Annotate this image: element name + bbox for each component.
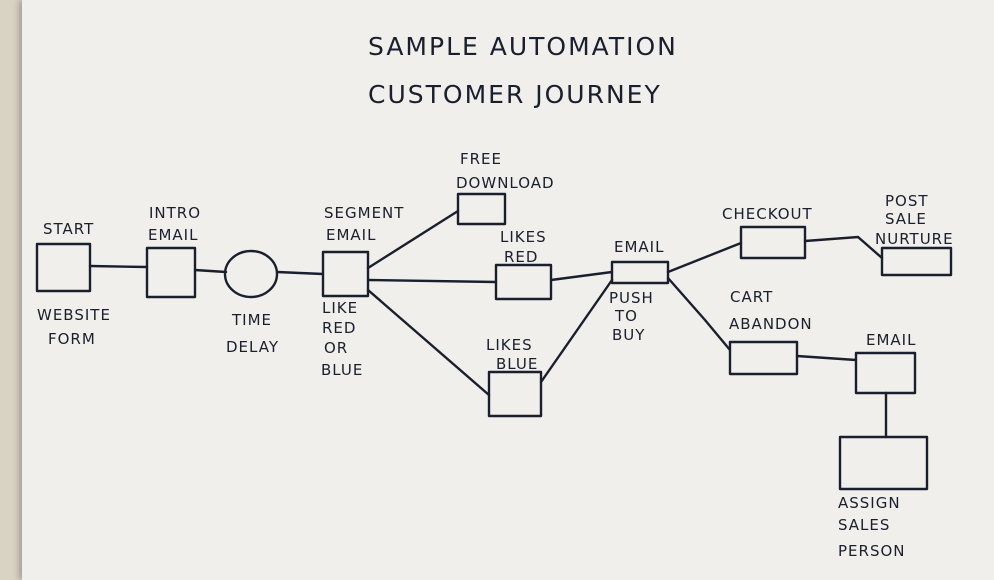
label-likes-red-2: RED bbox=[504, 248, 538, 266]
label-like-red-or-blue-4: BLUE bbox=[321, 361, 363, 379]
label-website-form-2: FORM bbox=[48, 330, 96, 348]
edge-segment-download bbox=[366, 209, 460, 270]
node-cart-abandon bbox=[728, 340, 799, 376]
node-email-2 bbox=[854, 351, 917, 395]
label-like-red-or-blue-1: LIKE bbox=[322, 299, 358, 317]
title-line-2: CUSTOMER JOURNEY bbox=[368, 80, 662, 109]
edge-email-checkout bbox=[666, 241, 743, 274]
label-email: EMAIL bbox=[614, 238, 664, 256]
edge-intro-delay bbox=[193, 268, 228, 274]
label-time-delay-1: TIME bbox=[231, 311, 272, 329]
label-intro-email-1: INTRO bbox=[149, 204, 201, 222]
edge-delay-segment bbox=[275, 270, 325, 276]
edge-email-cartabandon bbox=[666, 276, 732, 352]
connectors bbox=[88, 209, 888, 439]
label-assign-sales-person-2: SALES bbox=[838, 516, 890, 534]
label-segment-email-1: SEGMENT bbox=[324, 204, 404, 222]
label-time-delay-2: DELAY bbox=[226, 338, 279, 356]
label-like-red-or-blue-2: RED bbox=[322, 319, 356, 337]
label-email-2: EMAIL bbox=[866, 331, 916, 349]
label-free-download-2: DOWNLOAD bbox=[456, 174, 555, 192]
node-likes-red bbox=[494, 263, 553, 301]
label-segment-email-2: EMAIL bbox=[326, 226, 376, 244]
label-start: START bbox=[43, 220, 94, 238]
label-push-to-buy-1: PUSH bbox=[609, 289, 654, 307]
label-likes-blue-1: LIKES bbox=[486, 336, 533, 354]
node-checkout bbox=[739, 225, 807, 260]
label-free-download-1: FREE bbox=[460, 150, 502, 168]
edge-checkout-postsale bbox=[803, 235, 884, 260]
label-post-sale-nurture-3: NURTURE bbox=[875, 230, 954, 248]
edge-blue-email bbox=[539, 278, 614, 384]
label-assign-sales-person-3: PERSON bbox=[838, 542, 906, 560]
node-post-sale-nurture bbox=[880, 246, 953, 277]
label-website-form-1: WEBSITE bbox=[37, 306, 111, 324]
label-like-red-or-blue-3: OR bbox=[324, 339, 348, 357]
label-push-to-buy-3: BUY bbox=[612, 326, 645, 344]
label-push-to-buy-2: TO bbox=[614, 307, 638, 325]
label-assign-sales-person-1: ASSIGN bbox=[838, 494, 901, 512]
node-start bbox=[35, 242, 92, 293]
edge-red-email bbox=[549, 270, 614, 282]
node-segment-email bbox=[321, 250, 370, 298]
edge-segment-red bbox=[366, 278, 498, 284]
label-likes-blue-2: BLUE bbox=[496, 355, 538, 373]
edge-cartabandon-email2 bbox=[795, 354, 858, 362]
paper-sheet bbox=[22, 0, 994, 580]
label-cart-abandon-2: ABANDON bbox=[729, 315, 813, 333]
label-likes-red-1: LIKES bbox=[500, 228, 547, 246]
node-email bbox=[610, 260, 670, 285]
labels: START WEBSITE FORM INTRO EMAIL TIME DELA… bbox=[37, 150, 954, 560]
label-intro-email-2: EMAIL bbox=[148, 226, 198, 244]
nodes bbox=[35, 192, 953, 491]
node-free-download bbox=[456, 192, 507, 226]
label-cart-abandon-1: CART bbox=[730, 288, 773, 306]
node-likes-blue bbox=[487, 370, 543, 418]
title-line-1: SAMPLE AUTOMATION bbox=[368, 32, 678, 61]
edge-segment-blue bbox=[366, 288, 491, 397]
node-time-delay bbox=[223, 249, 279, 299]
node-assign-sales-person bbox=[838, 435, 929, 491]
label-post-sale-nurture-2: SALE bbox=[885, 210, 927, 228]
label-checkout: CHECKOUT bbox=[722, 205, 813, 223]
label-post-sale-nurture-1: POST bbox=[885, 192, 929, 210]
node-intro-email bbox=[145, 246, 197, 299]
edge-start-intro bbox=[88, 264, 149, 269]
